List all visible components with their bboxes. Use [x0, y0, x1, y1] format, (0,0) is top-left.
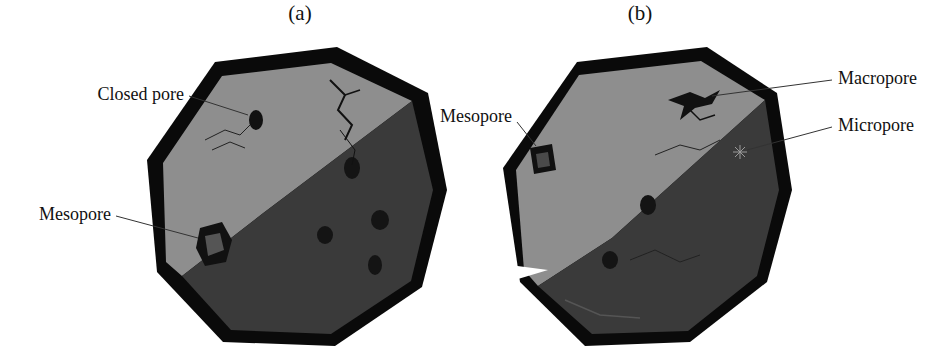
crack: [655, 140, 720, 155]
macropore: [668, 90, 720, 120]
leader-line: [712, 80, 832, 96]
panel-label: (b): [628, 2, 653, 25]
leader-line: [189, 96, 248, 115]
closed-pore: [344, 157, 360, 179]
leader-line: [116, 216, 198, 238]
closed-pore: [249, 110, 263, 130]
edge-highlight: [565, 300, 640, 318]
mesopore-inner: [536, 152, 550, 168]
closed-pore: [602, 251, 618, 269]
notch: [503, 264, 548, 282]
closed-pore: [640, 195, 656, 215]
closed-pore: [371, 210, 389, 230]
pore-label: Micropore: [838, 116, 914, 136]
micropore: [733, 145, 747, 159]
particle-b: [503, 47, 792, 346]
closed-pore: [317, 226, 333, 244]
particle-outline: [147, 47, 447, 346]
leader-lines: [116, 80, 832, 238]
crack: [205, 125, 250, 140]
dark-face: [538, 100, 779, 334]
crack: [690, 110, 715, 120]
mesopore-inner: [205, 233, 224, 256]
crack: [630, 250, 700, 262]
pore-label: Mesopore: [39, 205, 111, 225]
mesopore: [196, 222, 232, 266]
pore-label: Closed pore: [98, 85, 184, 105]
closed-pore: [368, 255, 382, 275]
leader-line: [517, 122, 536, 146]
mesopore: [530, 144, 556, 174]
dark-face: [182, 101, 433, 334]
particle-outline: [503, 47, 792, 346]
leader-line: [747, 127, 832, 150]
pore-label: Macropore: [838, 69, 917, 89]
crack: [340, 130, 355, 165]
crack: [345, 90, 360, 95]
pore-label: Mesopore: [440, 107, 512, 127]
crack: [212, 142, 245, 150]
panel-label: (a): [288, 2, 311, 25]
particle-a: [147, 47, 447, 346]
